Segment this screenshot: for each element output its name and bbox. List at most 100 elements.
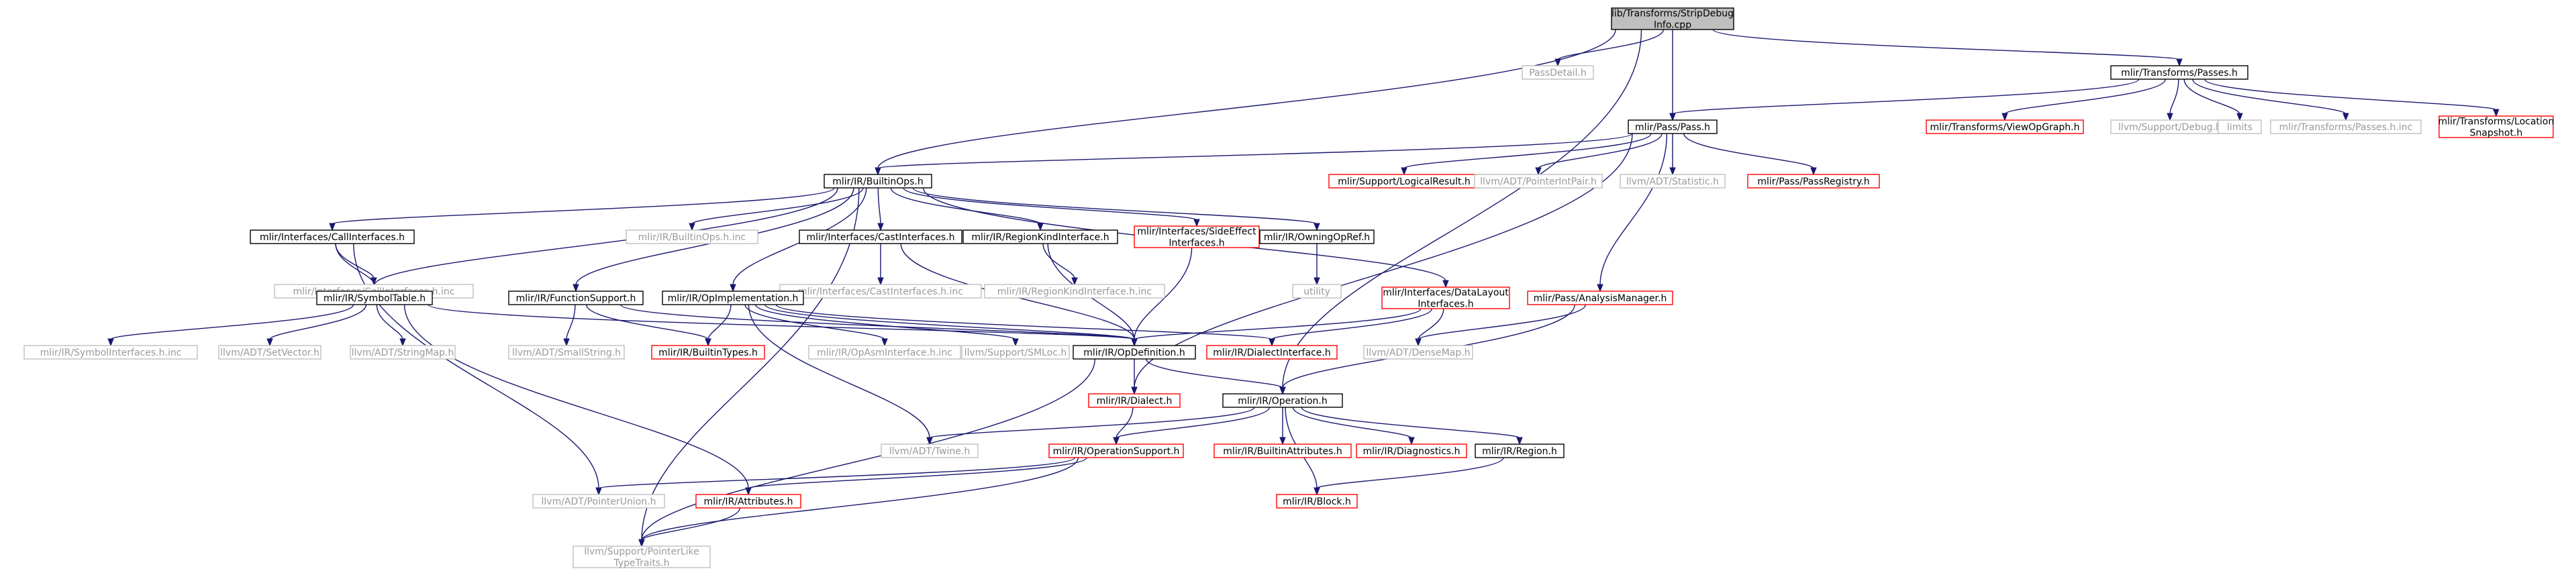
edge-arrowhead — [875, 167, 881, 176]
edge-functionsupport-to-builtintypes — [586, 304, 711, 347]
edge-line — [754, 304, 1016, 340]
node-castif[interactable]: mlir/Interfaces/CastInterfaces.h — [799, 229, 962, 244]
edge-arrowhead — [266, 338, 273, 347]
edge-line — [641, 187, 860, 541]
edge-attributes-to-ptrliketraits — [638, 507, 740, 547]
node-diagnostics[interactable]: mlir/IR/Diagnostics.h — [1356, 443, 1467, 458]
node-box — [961, 345, 1070, 360]
edge-line — [335, 243, 375, 279]
node-dialect[interactable]: mlir/IR/Dialect.h — [1088, 393, 1181, 408]
edge-arrowhead — [1415, 338, 1422, 347]
node-box — [1363, 345, 1473, 360]
edge-arrowhead — [1113, 437, 1120, 446]
node-box — [1474, 174, 1603, 189]
node-passes[interactable]: mlir/Transforms/Passes.h — [2110, 65, 2248, 80]
node-box — [350, 345, 456, 360]
node-owningopref[interactable]: mlir/IR/OwningOpRef.h — [1259, 229, 1375, 244]
node-builtintypes[interactable]: mlir/IR/BuiltinTypes.h — [651, 345, 765, 360]
edge-arrowhead — [1401, 167, 1407, 176]
edge-arrowhead — [1269, 338, 1275, 347]
edge-line — [744, 304, 885, 340]
node-attributes[interactable]: mlir/IR/Attributes.h — [695, 494, 801, 509]
node-viewopgraph[interactable]: mlir/Transforms/ViewOpGraph.h — [1926, 119, 2084, 134]
node-box — [799, 229, 962, 244]
edge-line — [598, 457, 1076, 489]
node-logicalresult[interactable]: mlir/Support/LogicalResult.h — [1328, 174, 1480, 189]
node-label: llvm/ADT/Statistic.h — [1626, 176, 1719, 187]
node-twine: llvm/ADT/Twine.h — [881, 443, 979, 458]
edge-line — [764, 304, 1135, 340]
edge-line — [1271, 308, 1432, 340]
node-label: lib/Transforms/StripDebug — [1612, 9, 1734, 19]
node-box — [250, 229, 415, 244]
edge-line — [1403, 133, 1652, 169]
node-builtinattrs[interactable]: mlir/IR/BuiltinAttributes.h — [1213, 443, 1352, 458]
node-castifinc: mlir/Interfaces/CastInterfaces.h.inc — [779, 284, 982, 299]
node-regionkind[interactable]: mlir/IR/RegionKindInterface.h — [962, 229, 1118, 244]
edge-line — [586, 304, 709, 340]
node-label: mlir/IR/Block.h — [1283, 496, 1351, 507]
node-functionsupport[interactable]: mlir/IR/FunctionSupport.h — [508, 291, 644, 305]
edge-line — [912, 187, 1318, 225]
node-label: llvm/ADT/StringMap.h — [352, 348, 454, 358]
node-opdef[interactable]: mlir/IR/OpDefinition.h — [1073, 345, 1196, 360]
node-region[interactable]: mlir/IR/Region.h — [1475, 443, 1565, 458]
node-symboltable[interactable]: mlir/IR/SymbolTable.h — [316, 291, 433, 305]
edge-line — [110, 304, 354, 340]
edge-arrowhead — [2176, 58, 2183, 67]
node-pass[interactable]: mlir/Pass/Pass.h — [1628, 119, 1718, 134]
node-label: llvm/ADT/Twine.h — [889, 446, 970, 457]
node-callif[interactable]: mlir/Interfaces/CallInterfaces.h — [250, 229, 415, 244]
edge-opimpl-to-smloc — [754, 304, 1019, 347]
edge-line — [2183, 79, 2240, 115]
edge-functionsupport-to-smallstring — [563, 304, 576, 347]
edge-arrowhead — [1279, 386, 1286, 395]
edge-arrowhead — [745, 487, 752, 496]
node-label: Info.cpp — [1654, 20, 1691, 31]
node-builtinops[interactable]: mlir/IR/BuiltinOps.h — [824, 174, 932, 189]
edge-pass-to-analysismgr — [1597, 133, 1668, 293]
node-passregistry[interactable]: mlir/Pass/PassRegistry.h — [1747, 174, 1880, 189]
edge-opimpl-to-opdef — [764, 304, 1138, 347]
edge-arrowhead — [573, 284, 579, 293]
node-label: mlir/IR/RegionKindInterface.h — [971, 232, 1109, 243]
node-opsupport[interactable]: mlir/IR/OperationSupport.h — [1048, 443, 1184, 458]
node-dialectif[interactable]: mlir/IR/DialectInterface.h — [1206, 345, 1338, 360]
node-label: mlir/Pass/Pass.h — [1635, 122, 1710, 133]
edge-regionkind-to-regionkindinc — [1042, 243, 1078, 286]
node-label: mlir/IR/BuiltinAttributes.h — [1223, 446, 1342, 457]
edge-line — [403, 304, 749, 489]
node-block[interactable]: mlir/IR/Block.h — [1276, 494, 1358, 509]
node-box — [532, 494, 665, 509]
node-label: mlir/IR/Dialect.h — [1097, 396, 1173, 407]
node-label: mlir/Pass/AnalysisManager.h — [1534, 293, 1667, 304]
edge-operation-to-opsupport — [1113, 407, 1270, 446]
edge-symboltable-to-opdef — [428, 304, 1138, 347]
node-analysismgr[interactable]: mlir/Pass/AnalysisManager.h — [1527, 291, 1673, 305]
node-box — [1206, 345, 1338, 360]
edge-arrowhead — [1314, 487, 1320, 496]
edge-arrowhead — [2342, 113, 2349, 121]
edge-passes-to-viewopgraph — [2001, 79, 2166, 121]
edge-pass-to-pointerintpair — [1535, 133, 1663, 176]
node-stringmap: llvm/ADT/StringMap.h — [350, 345, 456, 360]
edge-line — [641, 358, 1095, 541]
edge-arrowhead — [1071, 277, 1078, 286]
node-operation[interactable]: mlir/IR/Operation.h — [1222, 393, 1343, 408]
node-passdetail: PassDetail.h — [1522, 65, 1594, 80]
node-label: llvm/ADT/SetVector.h — [220, 348, 319, 358]
node-opimpl[interactable]: mlir/IR/OpImplementation.h — [662, 291, 804, 305]
edge-datalayout-to-dialectif — [1269, 308, 1432, 347]
edge-region-to-block — [1314, 457, 1504, 496]
node-box — [962, 229, 1118, 244]
node-label: mlir/IR/FunctionSupport.h — [516, 293, 636, 304]
edge-arrowhead — [1131, 338, 1138, 347]
edge-line — [1418, 304, 1587, 340]
edge-pass-to-builtinops — [875, 133, 1633, 176]
edge-arrowhead — [107, 338, 114, 347]
edge-arrowhead — [877, 223, 884, 231]
